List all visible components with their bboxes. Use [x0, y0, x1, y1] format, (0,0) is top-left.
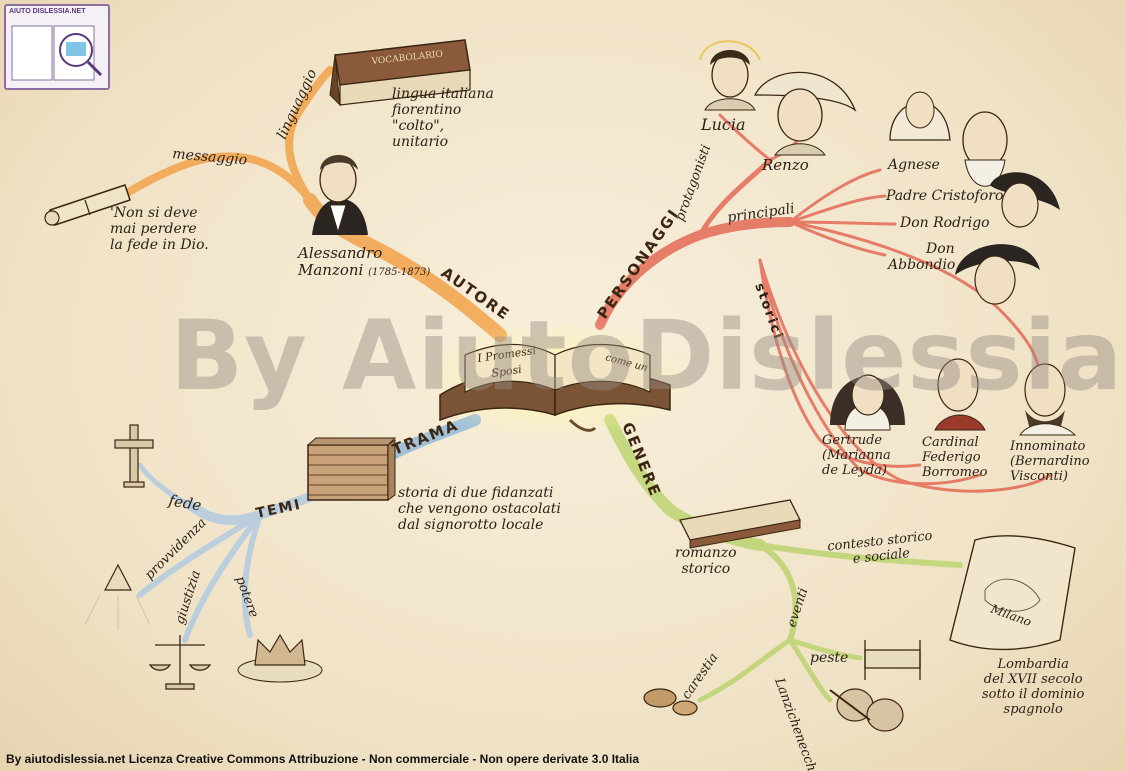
crown-illustration: [237, 633, 323, 683]
branch-label-trama: TRAMA: [390, 416, 462, 459]
brick-wall-illustration: [306, 437, 397, 501]
label-gertrude: Gertrude (Marianna de Leyda): [822, 433, 891, 479]
lucia-renzo-portraits: [699, 40, 857, 156]
label-agnese: Agnese: [888, 157, 940, 173]
innominato-line-1: Innominato: [1010, 439, 1086, 454]
book-text-2: Sposi: [491, 363, 523, 380]
logo-book-icon: [11, 25, 103, 81]
scales-illustration: [148, 635, 212, 690]
scroll-illustration: [44, 184, 131, 226]
innominato-line-2: (Bernardino: [1010, 453, 1090, 469]
label-fede: fede: [166, 491, 203, 515]
gertrude-line-2: (Marianna: [822, 447, 891, 463]
label-rodrigo: Don Rodrigo: [900, 215, 990, 231]
abbondio-line-2: Abbondio: [888, 257, 956, 274]
messaggio-text: 'Non si deve mai perdere la fede in Dio.: [110, 205, 209, 253]
lombardia-line-3: sotto il dominio: [982, 686, 1085, 702]
lombardia-line-2: del XVII secolo: [983, 671, 1083, 687]
genere-line-1: romanzo: [675, 545, 737, 561]
manzoni-years: (1785-1873): [368, 267, 431, 279]
lombardia-line-1: Lombardia: [997, 657, 1069, 672]
genere-line-2: storico: [681, 561, 731, 578]
watermark: By AiutoDislessia.net: [170, 300, 1126, 412]
trama-line-2: che vengono ostacolati: [398, 501, 561, 518]
lanzichenecchi-illustration: [829, 688, 904, 732]
trama-text: storia di due fidanzati che vengono osta…: [398, 485, 561, 533]
label-linguaggio: linguaggio: [274, 67, 320, 142]
lombardia-map-illustration: [949, 535, 1076, 651]
messaggio-line-1: 'Non si deve: [110, 205, 198, 221]
gertrude-line-1: Gertrude: [822, 433, 883, 448]
manzoni-portrait: [312, 155, 368, 235]
vocabolario-book-illustration: [329, 39, 471, 107]
license-footer: By aiutodislessia.net Licenza Creative C…: [6, 752, 640, 766]
storici-portraits: [830, 358, 1077, 436]
linguaggio-text: lingua italiana fiorentino "colto", unit…: [392, 86, 494, 150]
trama-line-1: storia di due fidanzati: [398, 485, 554, 501]
cross-icon-illustration: [114, 424, 154, 488]
label-innominato: Innominato (Bernardino Visconti): [1010, 439, 1090, 485]
linguaggio-line-4: unitario: [392, 134, 449, 151]
linguaggio-line-2: fiorentino: [392, 102, 462, 119]
gertrude-line-3: de Leyda): [822, 462, 887, 478]
logo-text: AIUTO DISLESSIA.NET: [9, 8, 86, 15]
branch-label-temi: TEMI: [255, 497, 304, 522]
bread-illustration: [643, 688, 698, 716]
central-book-illustration: [415, 320, 695, 440]
federigo-line-3: Borromeo: [922, 464, 988, 480]
trama-line-3: dal signorotto locale: [398, 517, 544, 534]
branch-personaggi-lines: [595, 113, 1052, 493]
federigo-line-1: Cardinal: [922, 435, 979, 450]
label-lanzichenecchi: Lanzichenecchi: [771, 675, 820, 771]
label-federigo: Cardinal Federigo Borromeo: [922, 435, 988, 481]
label-messaggio: messaggio: [172, 146, 248, 168]
site-logo[interactable]: AIUTO DISLESSIA.NET: [4, 4, 110, 90]
principali-portraits: [889, 91, 1060, 305]
label-peste: peste: [810, 650, 849, 666]
label-potere: potere: [232, 574, 261, 620]
providence-eye-illustration: [84, 563, 151, 630]
innominato-line-3: Visconti): [1010, 468, 1068, 484]
label-renzo: Renzo: [762, 156, 809, 174]
lombardia-text: Lombardia del XVII secolo sotto il domin…: [982, 657, 1085, 718]
romanzo-storico-book-illustration: [679, 499, 801, 549]
abbondio-line-1: Don: [926, 241, 955, 257]
genere-label: romanzo storico: [675, 545, 737, 577]
manzoni-name: Alessandro: [298, 244, 383, 262]
manzoni-surname: Manzoni: [298, 261, 364, 280]
bed-illustration: [864, 640, 921, 680]
linguaggio-line-3: "colto",: [392, 118, 445, 135]
lombardia-line-4: spagnolo: [1003, 701, 1063, 717]
messaggio-line-3: la fede in Dio.: [110, 237, 209, 254]
label-eventi: eventi: [785, 586, 812, 629]
label-cristoforo: Padre Cristoforo: [886, 188, 1004, 204]
messaggio-line-2: mai perdere: [110, 221, 197, 238]
label-protagonisti: protagonisti: [673, 143, 714, 223]
federigo-line-2: Federigo: [922, 449, 981, 465]
label-abbondio: Don Abbondio: [888, 241, 955, 273]
label-lucia: Lucia: [701, 115, 746, 134]
linguaggio-line-1: lingua italiana: [392, 86, 494, 102]
label-giustizia: giustizia: [173, 569, 204, 627]
manzoni-label: Alessandro Manzoni (1785-1873): [298, 244, 431, 280]
